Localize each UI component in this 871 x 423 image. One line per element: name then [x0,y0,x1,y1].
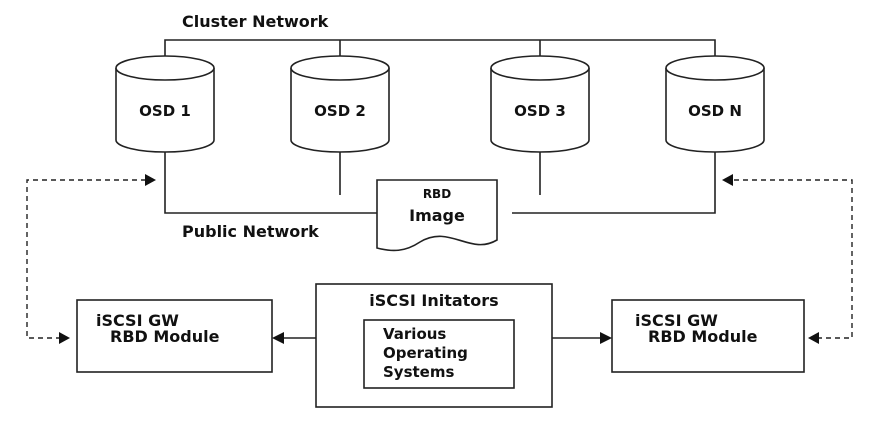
iscsi-gateway-left: iSCSI GW RBD Module [76,299,273,373]
osd-cylinder-n: OSD N [665,55,765,153]
gateway-right-line1: iSCSI GW [635,311,718,330]
osd-label-n: OSD N [688,102,742,120]
gateway-right-line2: RBD Module [648,327,758,346]
osd-label-2: OSD 2 [314,102,366,120]
osd-cylinder-3: OSD 3 [490,55,590,153]
cluster-network-label: Cluster Network [182,12,329,31]
osd-label-3: OSD 3 [514,102,566,120]
osd-cylinder-2: OSD 2 [290,55,390,153]
right-dashed-link [722,174,853,344]
operating-systems-box [363,319,515,389]
rbd-image-document: RBD Image [376,179,498,252]
arrowhead-icon [600,332,612,344]
os-line-3: Systems [383,363,454,381]
gateway-left-line1: iSCSI GW [96,311,179,330]
arrowhead-icon [272,332,284,344]
gateway-left-line2: RBD Module [110,327,220,346]
public-network-label: Public Network [182,222,319,241]
public-network: Public Network [164,152,716,241]
iscsi-initiators: iSCSI Initators Various Operating System… [315,283,553,408]
os-line-1: Various [383,325,446,343]
arrowhead-icon [808,332,819,344]
arrowhead-icon [59,332,70,344]
os-line-2: Operating [383,344,468,362]
iscsi-gateway-right: iSCSI GW RBD Module [611,299,805,373]
osd-label-1: OSD 1 [139,102,191,120]
rbd-image-line1: RBD [423,187,451,201]
left-dashed-link [26,174,156,344]
cluster-network: Cluster Network [164,12,716,68]
initiator-to-gateway-arrows [272,332,612,344]
rbd-image-line2: Image [409,206,465,225]
initiators-title: iSCSI Initators [369,291,498,310]
osd-cylinder-1: OSD 1 [115,55,215,153]
arrowhead-icon [145,174,156,186]
arrowhead-icon [722,174,733,186]
